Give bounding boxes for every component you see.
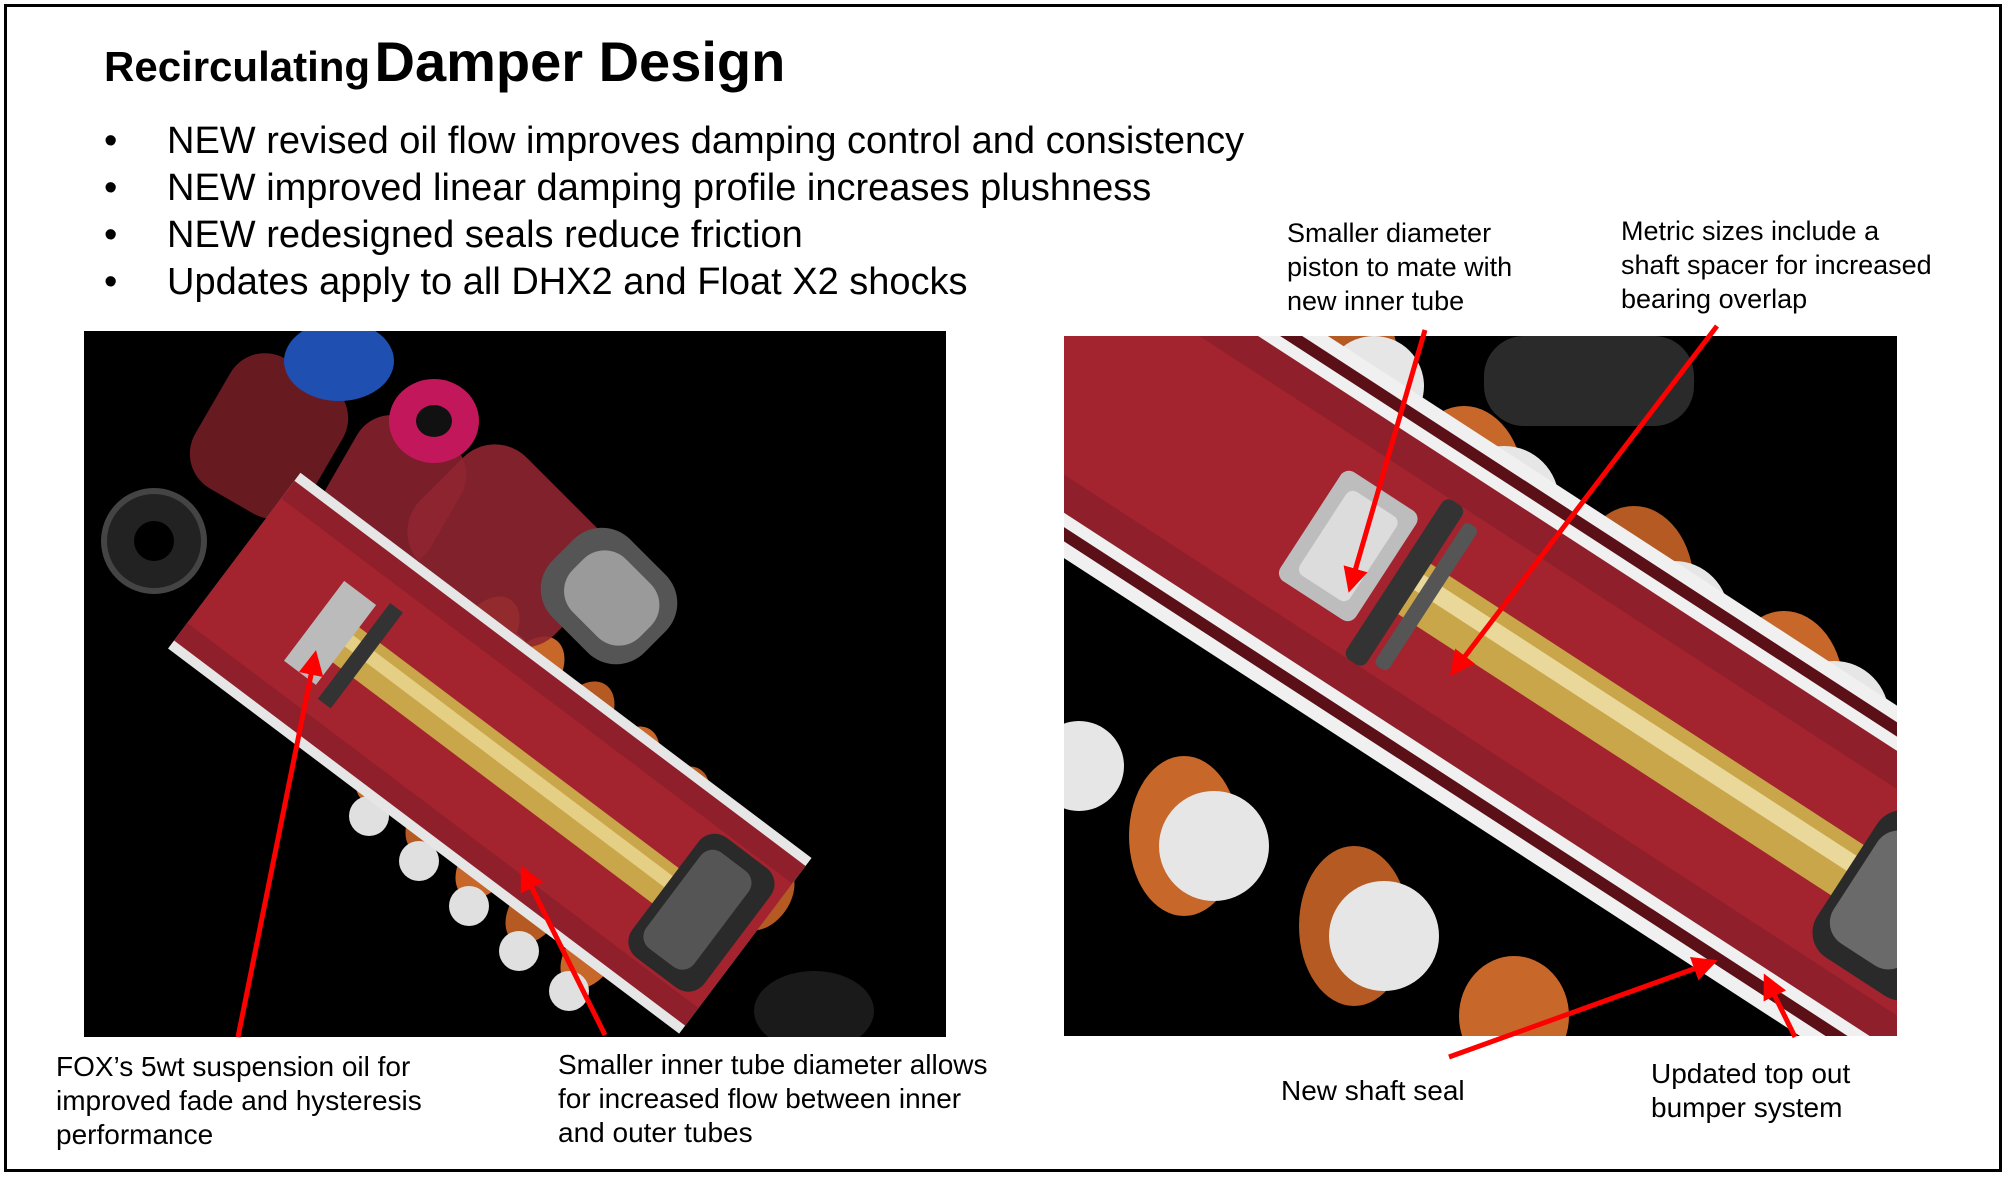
bullet-marker: • [104,214,118,256]
damper-body [168,472,812,1034]
caption-suspension-oil: FOX’s 5wt suspension oil for improved fa… [56,1051,422,1150]
bullet-text: Updates apply to all DHX2 and Float X2 s… [167,261,968,303]
bullet-list: • NEW revised oil flow improves damping c… [104,118,1244,306]
shock-cutaway-image [84,331,946,1037]
slide-title: Recirculating Damper Design [104,34,785,90]
bullet-item: • Updates apply to all DHX2 and Float X2 … [104,259,1244,306]
bullet-text: NEW improved linear damping profile incr… [167,167,1152,209]
caption-piston: Smaller diameter piston to mate with new… [1287,218,1513,316]
reservoir-assembly [189,331,678,665]
bullet-marker: • [104,167,118,209]
title-prefix: Recirculating [104,43,371,90]
shock-closeup-image [1064,336,1897,1036]
bullet-text: NEW revised oil flow improves damping co… [167,120,1245,162]
bullet-item: • NEW improved linear damping profile inc… [104,165,1244,212]
bullet-marker: • [104,120,118,162]
title-main: Damper Design [374,30,786,93]
caption-inner-tube: Smaller inner tube diameter allows for i… [558,1049,988,1148]
bullet-item: • NEW redesigned seals reduce friction [104,212,1244,259]
bullet-item: • NEW revised oil flow improves damping c… [104,118,1244,165]
caption-shaft-seal: New shaft seal [1281,1075,1465,1106]
bullet-text: NEW redesigned seals reduce friction [167,214,803,256]
caption-top-out-bumper: Updated top out bumper system [1651,1058,1851,1123]
shock-closeup-render [1064,336,1897,1036]
shock-cutaway-render [84,331,946,1037]
bullet-marker: • [104,261,118,303]
caption-shaft-spacer: Metric sizes include a shaft spacer for … [1621,216,1932,314]
